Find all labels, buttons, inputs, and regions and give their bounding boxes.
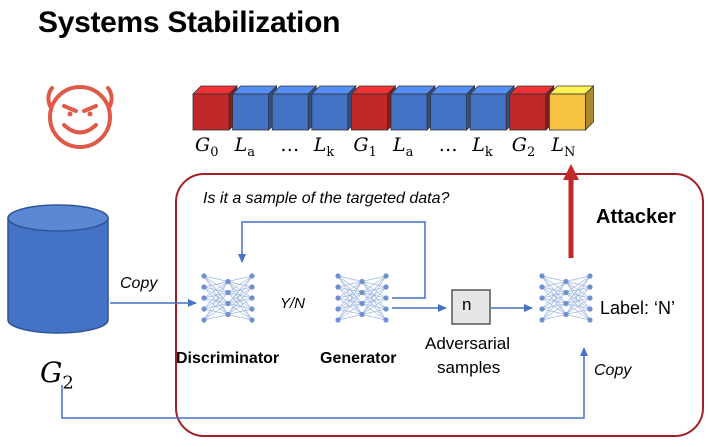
sequence-label: G2 bbox=[511, 134, 536, 160]
sequence-label: G1 bbox=[353, 134, 377, 160]
generator-label: Generator bbox=[320, 350, 397, 367]
database-cylinder-icon bbox=[7, 204, 109, 334]
output-label: Label: ‘N’ bbox=[600, 298, 676, 318]
output-arrowhead bbox=[563, 164, 579, 180]
sequence-label: La bbox=[234, 134, 255, 160]
sequence-block bbox=[429, 85, 476, 131]
attacker-boundary bbox=[175, 173, 704, 437]
copy-label-top: Copy bbox=[120, 275, 158, 292]
sequence-block bbox=[310, 85, 357, 131]
copy-label-bottom: Copy bbox=[594, 362, 632, 379]
sequence-block bbox=[231, 85, 278, 131]
attacker-label: Attacker bbox=[596, 206, 677, 228]
sequence-block bbox=[508, 85, 555, 131]
sequence-block bbox=[469, 85, 516, 131]
sequence-block bbox=[192, 85, 238, 131]
database-label: G2 bbox=[40, 356, 74, 394]
discriminator-label: Discriminator bbox=[176, 350, 280, 367]
sequence-label: LN bbox=[551, 134, 576, 160]
sequence-block bbox=[548, 85, 595, 131]
sequence-label: La bbox=[393, 134, 414, 160]
generator-network-icon bbox=[335, 273, 389, 323]
discriminator-network-icon bbox=[201, 273, 255, 323]
sequence-blocks bbox=[192, 85, 595, 131]
question-label: Is it a sample of the targeted data? bbox=[203, 190, 450, 207]
adversarial-label-line2: samples bbox=[437, 358, 501, 377]
noise-box bbox=[451, 289, 491, 325]
feedback-arrow bbox=[238, 221, 426, 299]
sequence-label: Lk bbox=[313, 134, 335, 160]
sequence-label: Lk bbox=[472, 134, 493, 160]
classifier-network-icon bbox=[539, 273, 593, 323]
copy-arrow-bottom bbox=[61, 347, 588, 419]
sequence-block bbox=[390, 85, 436, 131]
sequence-label: … bbox=[438, 134, 458, 156]
adversarial-label-line1: Adversarial bbox=[425, 334, 511, 353]
sequence-label: G0 bbox=[195, 134, 219, 160]
devil-face-icon bbox=[46, 85, 114, 149]
sequence-block bbox=[350, 85, 397, 131]
sequence-label: … bbox=[280, 134, 300, 156]
noise-label: n bbox=[462, 295, 472, 314]
yn-label: Y/N bbox=[280, 295, 306, 312]
page-title: Systems Stabilization bbox=[38, 6, 341, 39]
sequence-block bbox=[271, 85, 318, 131]
